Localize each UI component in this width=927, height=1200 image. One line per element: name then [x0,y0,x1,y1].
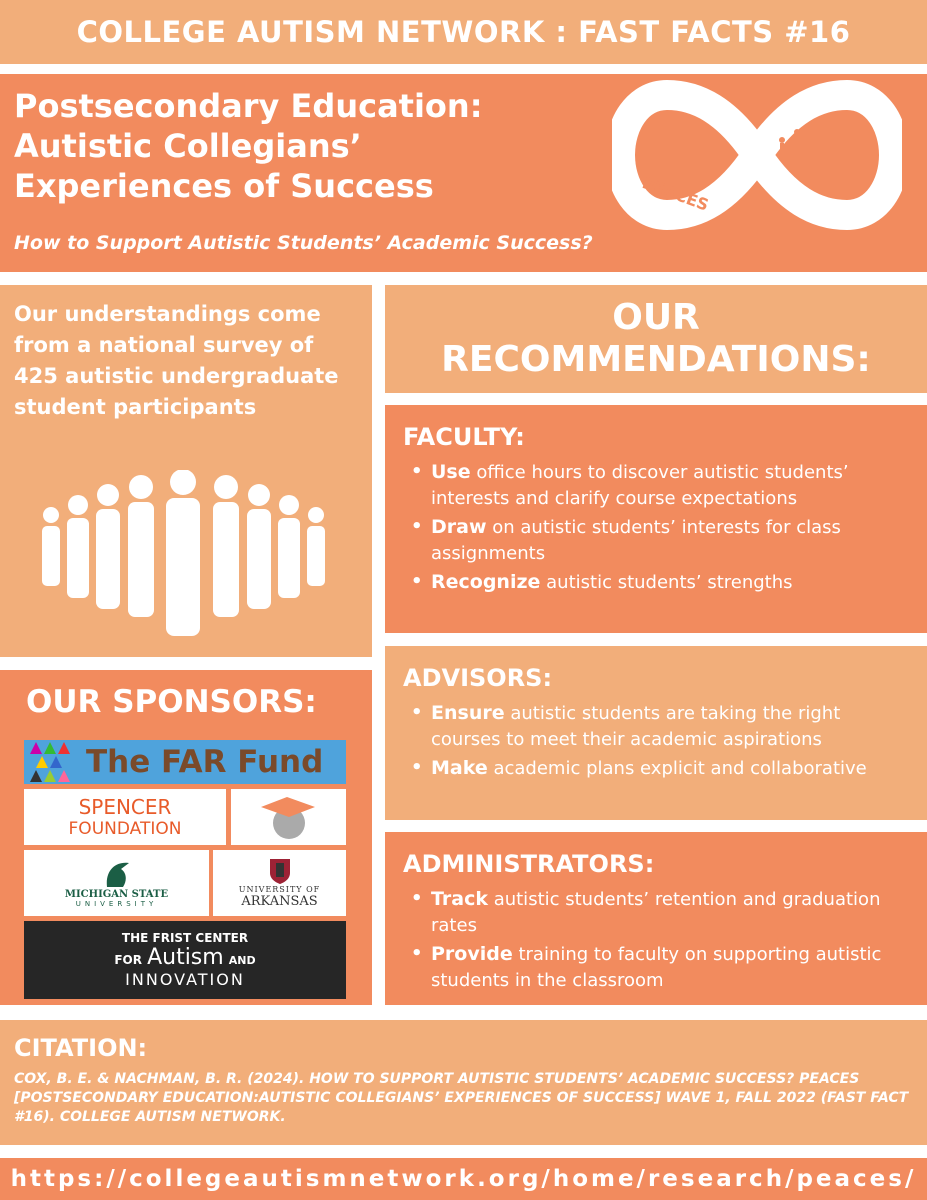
item-text: office hours to discover autistic studen… [431,462,849,509]
website-link[interactable]: https://collegeautismnetwork.org/home/re… [0,1158,927,1200]
administrators-section: ADMINISTRATORS: Track autistic students’… [385,832,927,1005]
advisors-section: ADVISORS: Ensure autistic students are t… [385,646,927,820]
grad-cap-globe-icon [260,797,315,839]
frist-line: THE FRIST CENTER [121,931,249,945]
heading-line: OUR [612,297,700,338]
verb: Use [431,461,471,483]
heading-line: RECOMMENDATIONS: [441,339,871,380]
triangle-mosaic-icon [30,742,70,782]
item-text: on autistic students’ interests for clas… [431,517,841,564]
ua-line: ARKANSAS [241,894,318,909]
advisors-heading: ADVISORS: [403,664,553,692]
title-line: Experiences of Success [14,167,434,205]
recommendations-heading: OUR RECOMMENDATIONS: [385,285,927,393]
administrators-heading: ADMINISTRATORS: [403,850,655,878]
msu-line: MICHIGAN STATE [64,888,169,900]
verb: Ensure [431,702,505,724]
frist-line: FOR Autism AND [114,945,255,970]
spencer-line: FOUNDATION [68,819,182,839]
frist-for: FOR [114,953,142,967]
arkansas-logo: UNIVERSITY OF ARKANSAS [213,850,346,916]
verb: Track [431,888,488,910]
list-item: Draw on autistic students’ interests for… [403,514,909,567]
page-title: Postsecondary Education:Autistic Collegi… [14,86,594,206]
spartan-helmet-icon [106,862,129,887]
frist-line: INNOVATION [125,970,245,989]
title-section: Postsecondary Education:Autistic Collegi… [0,74,927,272]
faculty-section: FACULTY: Use office hours to discover au… [385,405,927,633]
old-main-shield-icon [269,859,290,884]
grad-cap-globe-logo [231,789,346,845]
verb: Recognize [431,571,541,593]
ua-line: UNIVERSITY OF [238,885,321,894]
citation-heading: CITATION: [14,1034,148,1062]
frist-autism: Autism [147,945,224,970]
faculty-heading: FACULTY: [403,423,525,451]
citation-text: COX, B. E. & NACHMAN, B. R. (2024). HOW … [14,1071,909,1125]
list-item: Make academic plans explicit and collabo… [403,755,909,782]
item-text: training to faculty on supporting autist… [431,944,882,991]
frist-and: AND [228,954,256,967]
list-item: Ensure autistic students are taking the … [403,700,909,753]
item-text: academic plans explicit and collaborativ… [487,758,867,779]
title-line: Postsecondary Education: [14,87,483,125]
sponsors-heading: OUR SPONSORS: [26,684,317,720]
citation-section: CITATION: COX, B. E. & NACHMAN, B. R. (2… [0,1020,927,1145]
peaces-infinity-logo: PEACES [612,80,902,230]
item-text: autistic students’ strengths [540,572,793,593]
msu-logo: MICHIGAN STATE UNIVERSITY [24,850,209,916]
survey-text: Our understandings come from a national … [14,302,339,419]
verb: Draw [431,516,487,538]
frist-center-logo: THE FRIST CENTER FOR Autism AND INNOVATI… [24,921,346,999]
far-fund-logo: The FAR Fund [24,740,346,784]
header-banner: COLLEGE AUTISM NETWORK : FAST FACTS #16 [0,0,927,64]
subtitle: How to Support Autistic Students’ Academ… [14,232,593,254]
verb: Provide [431,943,513,965]
item-text: autistic students are taking the right c… [431,703,841,750]
list-item: Provide training to faculty on supportin… [403,941,909,994]
survey-section: Our understandings come from a national … [0,285,372,657]
list-item: Track autistic students’ retention and g… [403,886,909,939]
title-line: Autistic Collegians’ [14,127,362,165]
list-item: Recognize autistic students’ strengths [403,569,909,596]
list-item: Use office hours to discover autistic st… [403,459,909,512]
verb: Make [431,757,488,779]
item-text: autistic students’ retention and graduat… [431,889,881,936]
sponsors-section: OUR SPONSORS: The FAR Fund SPENCER FOUND… [0,670,372,1005]
people-group-icon [42,470,325,636]
far-fund-name: The FAR Fund [86,744,324,780]
msu-line: UNIVERSITY [75,899,158,908]
spencer-line: SPENCER [78,795,172,819]
spencer-logo: SPENCER FOUNDATION [24,789,226,845]
